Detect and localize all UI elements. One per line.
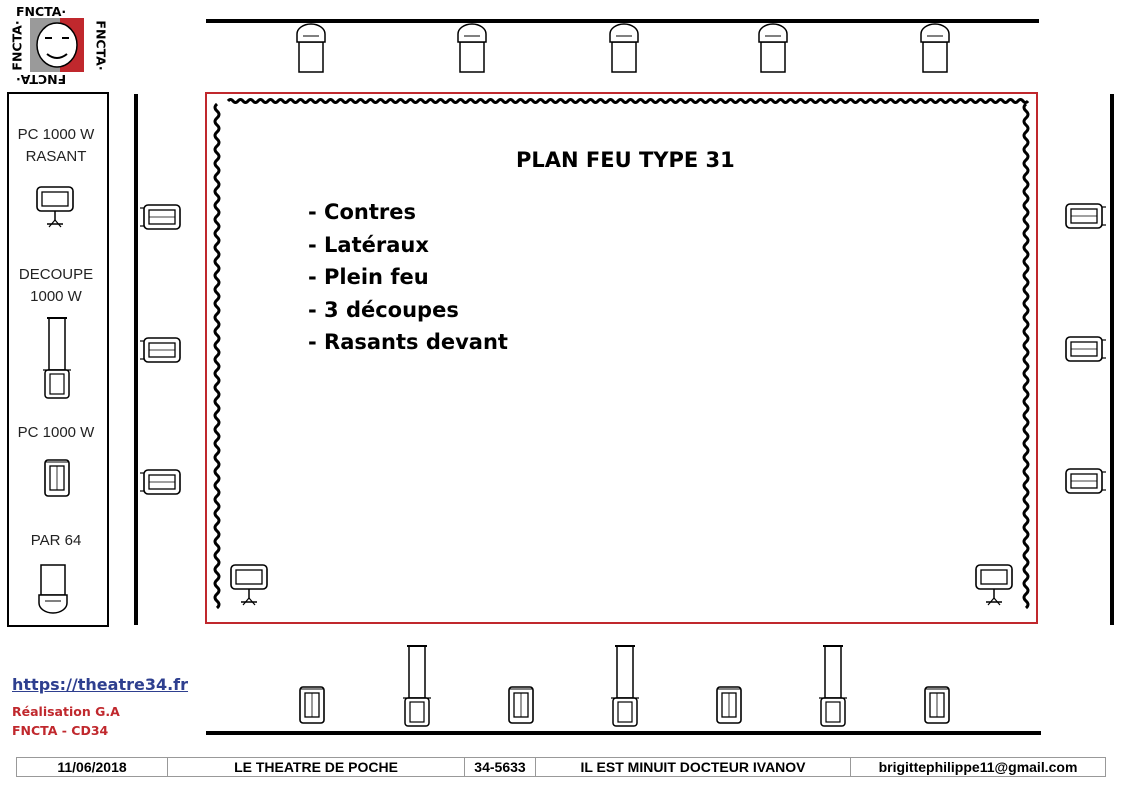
footer-email: brigittephilippe11@gmail.com xyxy=(878,759,1078,775)
pc-icon xyxy=(1065,468,1107,494)
decoupe-icon xyxy=(818,645,848,727)
pc-rasant-icon xyxy=(975,564,1013,606)
curtain-left xyxy=(213,102,221,610)
plan-title: PLAN FEU TYPE 31 xyxy=(516,148,735,172)
legend-label-rasant: PC 1000 W RASANT xyxy=(17,126,95,165)
par64-icon xyxy=(457,23,487,73)
par64-icon xyxy=(758,23,788,73)
pc-icon xyxy=(716,686,742,724)
plan-note: - 3 découpes xyxy=(308,297,459,322)
footer-bar: 11/06/2018 LE THEATRE DE POCHE 34-5633 I… xyxy=(16,757,1106,777)
par64-icon xyxy=(920,23,950,73)
par64-icon xyxy=(609,23,639,73)
credit-author: Réalisation G.A xyxy=(12,704,120,719)
plan-notes: - Contres - Latéraux - Plein feu - 3 déc… xyxy=(308,196,508,359)
top-par64-group xyxy=(296,23,950,73)
pc-icon xyxy=(508,686,534,724)
pc-icon xyxy=(139,337,181,363)
legend-label-decoupe: DECOUPE 1000 W xyxy=(18,266,94,305)
footer-theatre: LE THEATRE DE POCHE xyxy=(168,758,465,776)
footer-date: 11/06/2018 xyxy=(17,758,168,776)
curtain-top xyxy=(226,98,1030,104)
pc-rasant-icon xyxy=(230,564,268,606)
par64-icon xyxy=(296,23,326,73)
fncta-logo: FNCTA· FNCTA· FNCTA· FNCTA· xyxy=(10,4,109,87)
legend-panel xyxy=(7,92,109,627)
credit-org: FNCTA - CD34 xyxy=(12,723,109,738)
plan-note: - Contres xyxy=(308,200,416,224)
pc-icon xyxy=(1065,336,1107,362)
plan-note: - Latéraux xyxy=(308,232,429,257)
plan-note: - Plein feu xyxy=(308,265,429,289)
pc-icon xyxy=(299,686,325,724)
curtain-right xyxy=(1022,102,1030,610)
decoupe-icon xyxy=(610,645,640,727)
pc-icon xyxy=(139,469,181,495)
legend-label-par64: PAR 64 xyxy=(30,532,82,549)
website-link[interactable]: https://theatre34.fr xyxy=(12,675,189,694)
pc-icon xyxy=(924,686,950,724)
decoupe-icon xyxy=(402,645,432,727)
legend-label-pc: PC 1000 W xyxy=(17,424,95,441)
footer-play: IL EST MINUIT DOCTEUR IVANOV xyxy=(536,758,851,776)
plan-note: - Rasants devant xyxy=(308,330,508,354)
pc-icon xyxy=(1065,203,1107,229)
logo-text-top: FNCTA· xyxy=(16,4,67,19)
footer-code: 34-5633 xyxy=(465,758,536,776)
pc-icon xyxy=(139,204,181,230)
stage-outline xyxy=(205,92,1038,624)
